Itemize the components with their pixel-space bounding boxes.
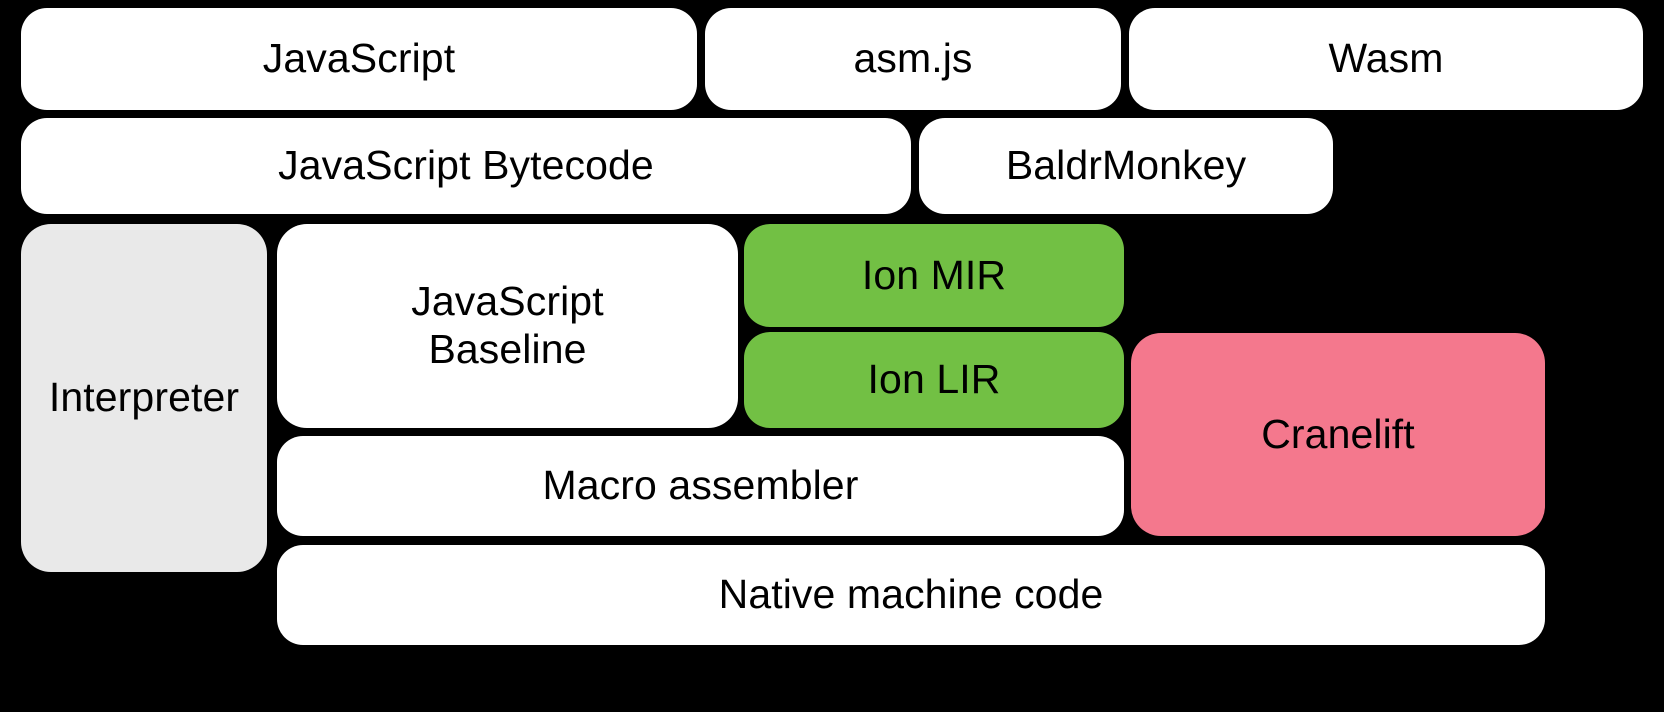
node-ion-lir[interactable]: Ion LIR xyxy=(744,332,1124,428)
node-interpreter[interactable]: Interpreter xyxy=(21,224,267,572)
node-ion-mir[interactable]: Ion MIR xyxy=(744,224,1124,327)
node-javascript-baseline[interactable]: JavaScript Baseline xyxy=(277,224,738,428)
node-baldrmonkey[interactable]: BaldrMonkey xyxy=(919,118,1333,214)
node-macro-assembler[interactable]: Macro assembler xyxy=(277,436,1124,536)
node-asm-js[interactable]: asm.js xyxy=(705,8,1121,110)
node-wasm[interactable]: Wasm xyxy=(1129,8,1643,110)
node-cranelift[interactable]: Cranelift xyxy=(1131,333,1545,536)
node-javascript-bytecode[interactable]: JavaScript Bytecode xyxy=(21,118,911,214)
node-javascript[interactable]: JavaScript xyxy=(21,8,697,110)
node-native-machine-code[interactable]: Native machine code xyxy=(277,545,1545,645)
